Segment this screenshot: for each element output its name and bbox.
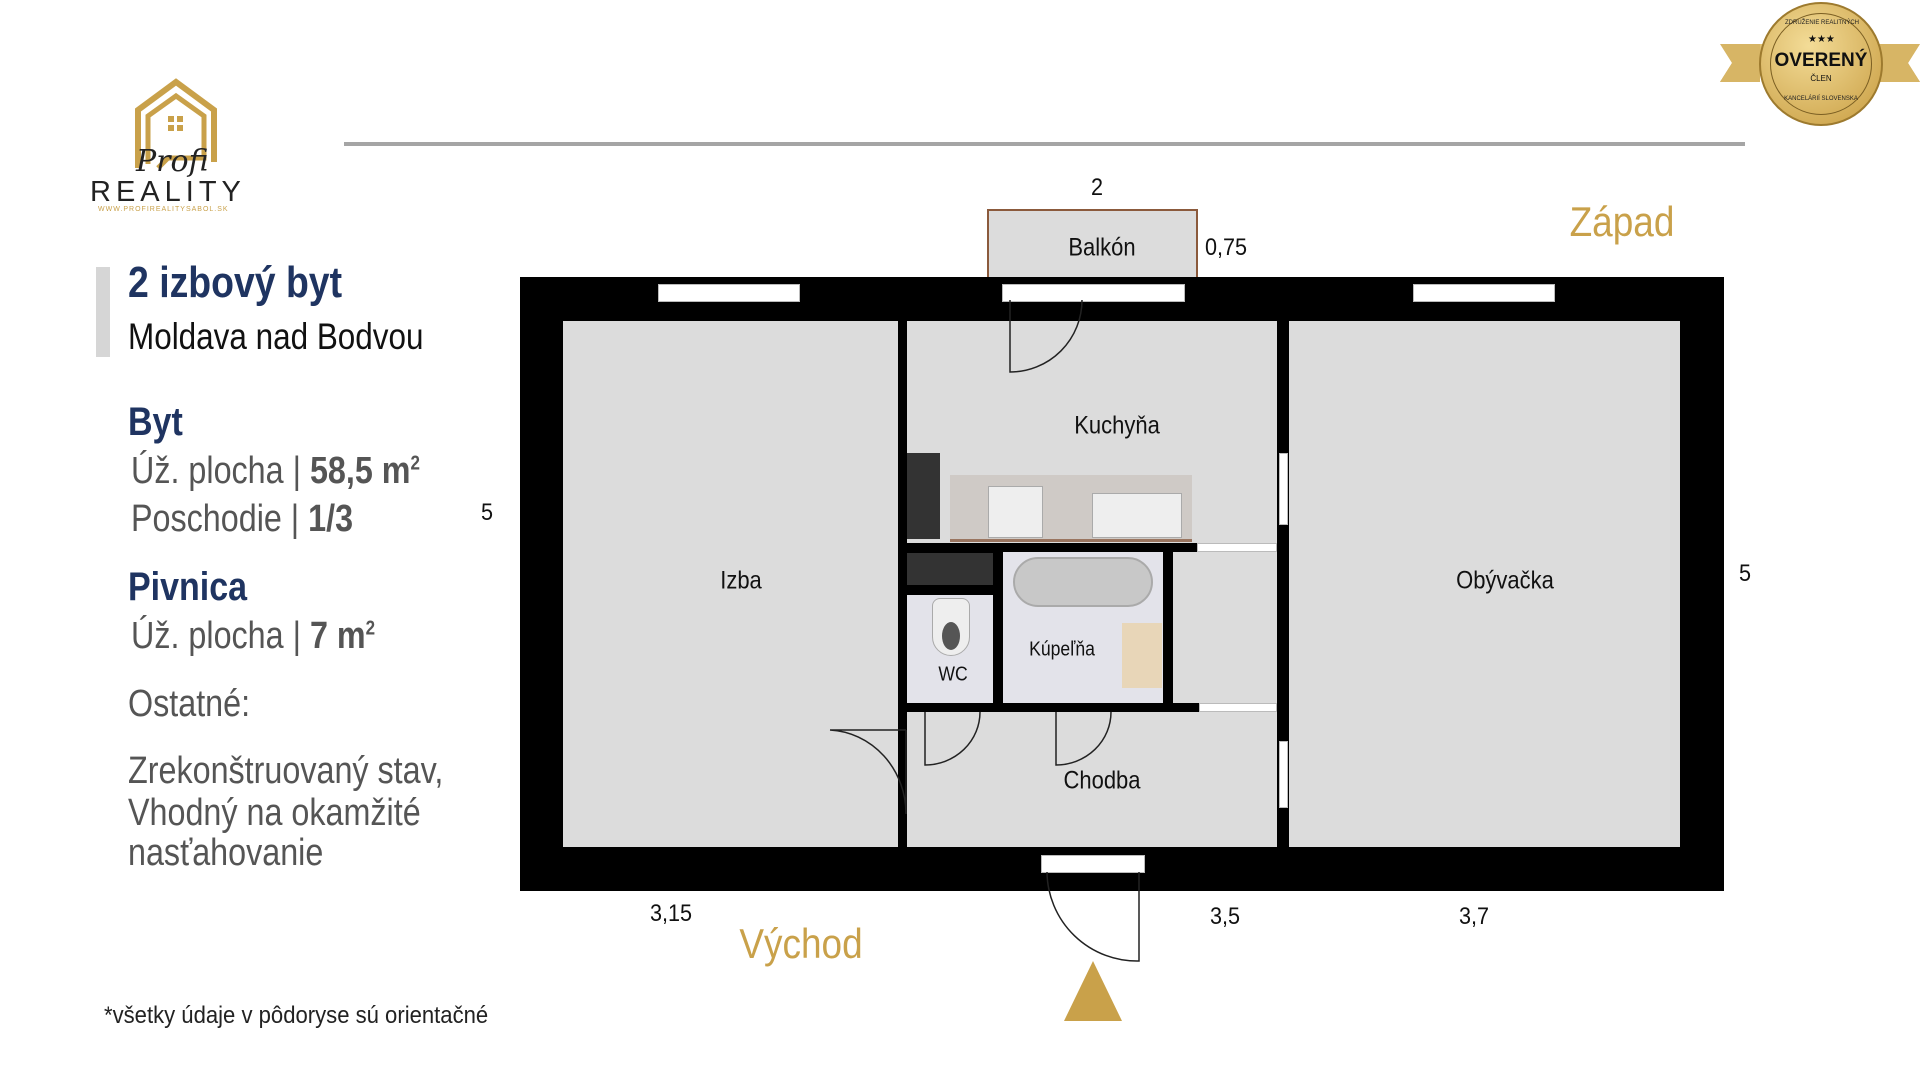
label-obyvacka: Obývačka — [1456, 566, 1554, 595]
opening — [1197, 543, 1277, 552]
badge-stars: ★★★ — [1808, 34, 1835, 45]
opening — [1279, 741, 1288, 808]
direction-west: Západ — [1569, 198, 1675, 245]
byt-heading: Byt — [128, 400, 183, 444]
company-logo: Profi REALITY WWW.PROFIREALITYSABOL.SK — [88, 78, 268, 213]
dim-balcony-depth: 0,75 — [1204, 234, 1248, 261]
room-chodba — [907, 712, 1277, 847]
badge-sub: ČLEN — [1810, 74, 1832, 83]
ostatne-line-1: Zrekonštruovaný stav, — [128, 750, 444, 792]
window — [1002, 284, 1185, 302]
logo-url: WWW.PROFIREALITYSABOL.SK — [98, 206, 229, 213]
ostatne-line-3: nasťahovanie — [128, 832, 324, 874]
footnote: *všetky údaje v pôdoryse sú orientačné — [104, 1002, 489, 1029]
opening — [1199, 703, 1277, 712]
balcony — [987, 209, 1198, 279]
title-accent-bar — [96, 267, 110, 357]
listing-location: Moldava nad Bodvou — [128, 316, 424, 357]
byt-area-value: 58,5 m — [309, 450, 411, 492]
pivnica-area-label: Úž. plocha | — [131, 615, 310, 657]
sink-icon — [988, 486, 1043, 538]
wardrobe — [907, 453, 940, 539]
bathtub-icon — [1013, 557, 1153, 607]
entrance-door-opening[interactable] — [1041, 855, 1145, 873]
washbasin-icon — [1122, 623, 1162, 688]
pivnica-area-unit-sup: 2 — [365, 617, 376, 640]
room-izba — [563, 321, 898, 847]
cabinet — [907, 553, 993, 585]
badge-bottom-text: KANCELÁRIÍ SLOVENSKA — [1784, 96, 1858, 102]
dim-bottom-left: 3,15 — [649, 900, 693, 927]
verified-member-badge: ZDRUŽENIE REALITNÝCH ★★★ OVERENÝ ČLEN KA… — [1720, 0, 1920, 128]
dim-balcony-width: 2 — [1090, 174, 1104, 201]
label-chodba: Chodba — [1063, 766, 1141, 795]
pivnica-area: Úž. plocha | 7 m2 — [131, 615, 375, 658]
room-storage — [1173, 552, 1277, 703]
label-kuchyna: Kuchyňa — [1074, 411, 1160, 440]
direction-east: Východ — [739, 920, 863, 967]
listing-title: 2 izbový byt — [128, 258, 343, 307]
header-divider — [344, 142, 1745, 146]
byt-floor: Poschodie | 1/3 — [131, 498, 353, 541]
byt-area-label: Úž. plocha | — [131, 450, 310, 492]
dim-left: 5 — [480, 499, 494, 526]
house-logo-icon — [135, 78, 217, 170]
label-wc: WC — [938, 663, 968, 686]
logo-script: Profi — [136, 144, 209, 179]
ostatne-line-2: Vhodný na okamžité — [128, 792, 421, 834]
byt-floor-value: 1/3 — [308, 498, 354, 540]
dim-bottom-mid: 3,5 — [1209, 903, 1241, 930]
byt-area-unit-sup: 2 — [410, 452, 420, 475]
byt-floor-label: Poschodie | — [131, 498, 309, 540]
label-izba: Izba — [720, 566, 762, 595]
stove-icon — [1092, 493, 1182, 538]
dim-right: 5 — [1738, 560, 1752, 587]
badge-top-text: ZDRUŽENIE REALITNÝCH — [1784, 20, 1859, 26]
label-kupelna: Kúpeľňa — [1029, 638, 1095, 661]
dim-bottom-right: 3,7 — [1458, 903, 1490, 930]
label-balkon: Balkón — [1068, 233, 1136, 262]
window — [1413, 284, 1555, 302]
pivnica-heading: Pivnica — [128, 565, 248, 609]
pivnica-area-value: 7 m — [309, 615, 366, 657]
byt-area: Úž. plocha | 58,5 m2 — [131, 450, 420, 493]
opening — [1279, 453, 1288, 525]
window — [658, 284, 800, 302]
logo-name: REALITY — [90, 176, 246, 208]
badge-main: OVERENÝ — [1774, 50, 1868, 71]
room-obyvacka — [1289, 321, 1680, 847]
ostatne-heading: Ostatné: — [128, 683, 251, 725]
